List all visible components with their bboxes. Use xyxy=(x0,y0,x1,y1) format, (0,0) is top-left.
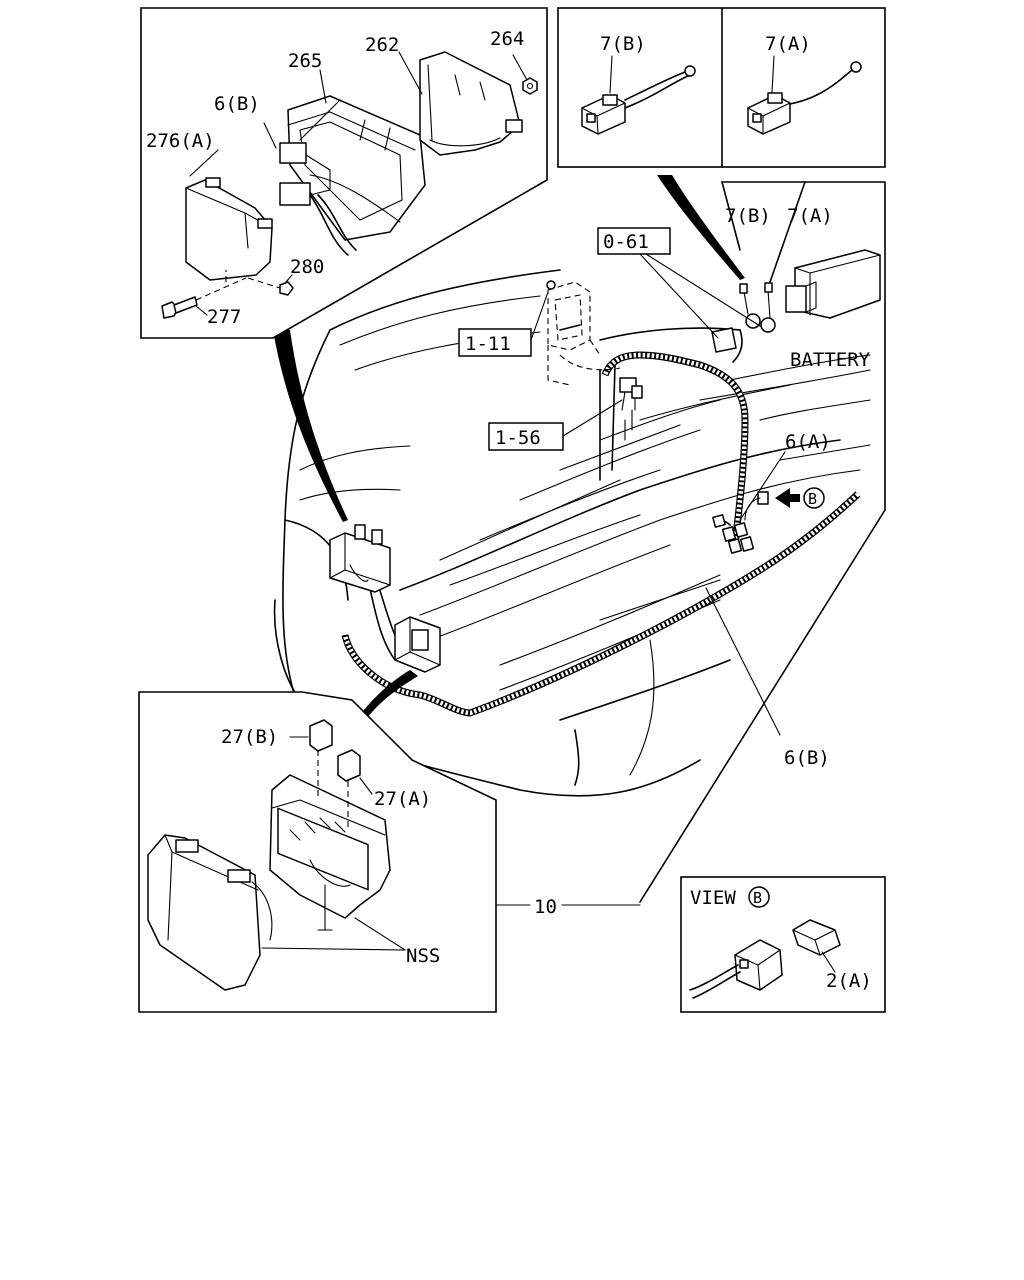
label-2a: 2(A) xyxy=(826,970,872,992)
label-group-6a: 6(A) xyxy=(739,431,831,521)
connector-cluster-6a xyxy=(712,491,769,554)
label-6a: 6(A) xyxy=(785,431,831,453)
label-7b-inset: 7(B) xyxy=(600,33,646,55)
label-262: 262 xyxy=(365,34,399,56)
inset-fuse-box: 27(B) 27(A) 10 NSS xyxy=(138,691,641,1013)
label-7b: 7(B) xyxy=(725,205,771,227)
relay-block-on-vehicle xyxy=(329,524,391,593)
label-7a-inset: 7(A) xyxy=(765,33,811,55)
label-nss: NSS xyxy=(406,945,440,967)
battery xyxy=(785,249,881,319)
ref-label-1-11: 1-11 xyxy=(465,333,511,355)
label-battery: BATTERY xyxy=(790,349,871,371)
view-b-arrow: B xyxy=(775,487,825,509)
label-276a: 276(A) xyxy=(146,130,215,152)
label-280: 280 xyxy=(290,256,324,278)
callout-wedges xyxy=(273,175,745,725)
label-6b-inset: 6(B) xyxy=(214,93,260,115)
fuse-box-on-vehicle xyxy=(394,616,441,673)
label-265: 265 xyxy=(288,50,322,72)
ref-1-56: 1-56 xyxy=(488,399,623,451)
label-7a: 7(A) xyxy=(787,205,833,227)
label-277: 277 xyxy=(207,306,241,328)
label-6b: 6(B) xyxy=(784,747,830,769)
ref-label-0-61: 0-61 xyxy=(603,231,649,253)
ref-1-11: 1-11 xyxy=(458,291,549,357)
component-1-56 xyxy=(619,377,643,411)
ref-0-61: 0-61 xyxy=(597,227,761,339)
label-10: 10 xyxy=(534,896,557,918)
view-b-title-letter: B xyxy=(753,889,762,907)
view-b-title: VIEW xyxy=(690,887,736,909)
inset-relay-bracket: 262 264 265 6(B) 276(A) 280 277 xyxy=(140,7,548,339)
label-27b: 27(B) xyxy=(221,726,278,748)
component-1-11 xyxy=(546,280,621,386)
inset-battery-cables: 7(B) 7(A) xyxy=(557,7,886,168)
label-27a: 27(A) xyxy=(374,788,431,810)
ref-label-1-56: 1-56 xyxy=(495,427,541,449)
label-sticker-0-61 xyxy=(711,327,737,353)
inset-view-b: VIEW B 2(A) xyxy=(680,876,886,1013)
label-group-6b: 6(B) xyxy=(705,587,830,769)
right-frame xyxy=(639,181,886,903)
view-b-marker: B xyxy=(808,490,817,508)
label-264: 264 xyxy=(490,28,524,50)
